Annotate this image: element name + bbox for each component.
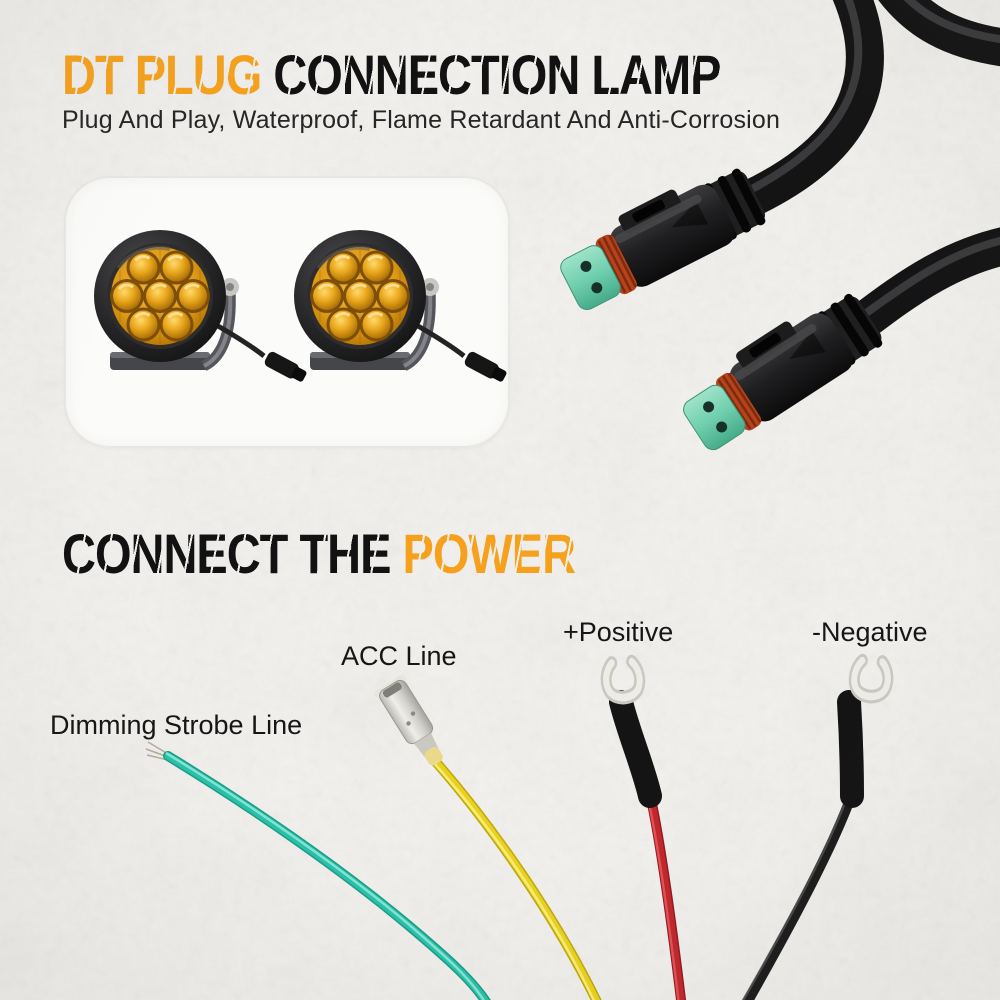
label-positive: +Positive	[563, 617, 674, 647]
title-main: CONNECTION LAMP	[273, 43, 721, 106]
positive-wire	[605, 661, 687, 1000]
acc-wire	[374, 675, 602, 1000]
led-pod-lamp-right	[294, 230, 508, 384]
dimming-strobe-wire	[145, 741, 491, 1000]
dt-connector-lower	[670, 280, 889, 459]
label-dimming-strobe-line: Dimming Strobe Line	[50, 710, 303, 740]
heading-main: CONNECT THE	[62, 522, 403, 585]
negative-fork-terminal	[853, 660, 889, 698]
label-negative: -Negative	[812, 617, 928, 647]
title-accent: DT PLUG	[62, 43, 274, 106]
positive-fork-terminal	[605, 661, 641, 699]
led-pod-lamp-left	[94, 230, 308, 384]
label-acc-line: ACC Line	[341, 641, 457, 671]
subtitle: Plug And Play, Waterproof, Flame Retarda…	[62, 106, 781, 134]
heading-accent: POWER	[402, 522, 577, 585]
dt-cables	[733, 0, 1000, 343]
negative-wire	[741, 660, 889, 1000]
acc-spade-terminal	[374, 675, 443, 766]
positive-heatshrink	[609, 690, 662, 808]
dt-connector-upper	[549, 154, 772, 319]
connect-power-heading: CONNECT THE POWER	[62, 521, 577, 586]
page-title: DT PLUG CONNECTION LAMP	[62, 42, 721, 107]
negative-heatshrink	[837, 690, 864, 808]
